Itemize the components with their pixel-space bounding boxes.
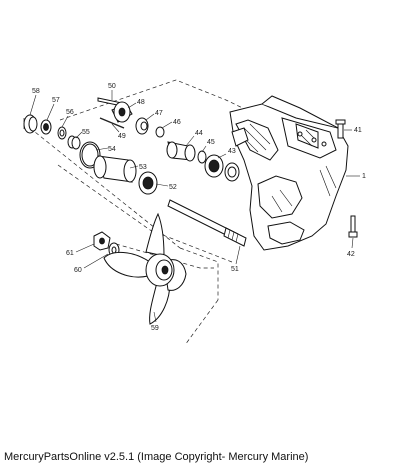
callout-47: 47 (155, 110, 163, 117)
callout-48: 48 (137, 99, 145, 106)
callout-61: 61 (66, 250, 74, 257)
callout-49: 49 (118, 133, 126, 140)
spacer-45 (197, 150, 207, 164)
carrier-53 (93, 155, 137, 183)
image-caption: MercuryPartsOnline v2.5.1 (Image Copyrig… (4, 451, 309, 463)
exploded-parts-diagram: 58 57 56 55 54 53 52 50 49 48 47 46 45 4… (23, 79, 366, 346)
gear-housing (229, 95, 349, 251)
bolt-41 (335, 119, 346, 139)
callout-50: 50 (108, 83, 116, 90)
callout-51: 51 (231, 266, 239, 273)
pin-49 (99, 117, 125, 129)
callout-53: 53 (139, 164, 147, 171)
nut-57 (40, 119, 52, 135)
seal-58 (23, 114, 38, 134)
callout-60: 60 (74, 267, 82, 274)
callout-59: 59 (151, 325, 159, 332)
callout-1: 1 (362, 173, 366, 180)
gear-43 (204, 154, 240, 182)
screw-42 (348, 215, 358, 238)
propeller-59 (103, 212, 187, 325)
washer-56 (57, 126, 67, 140)
washer-47 (135, 117, 149, 135)
nut-61 (93, 231, 111, 251)
callout-labels: 58 57 56 55 54 53 52 50 49 48 47 46 45 4… (32, 83, 366, 332)
callout-55: 55 (82, 129, 90, 136)
callout-52: 52 (169, 184, 177, 191)
callout-57: 57 (52, 97, 60, 104)
bearing-48 (111, 101, 133, 123)
callout-44: 44 (195, 130, 203, 137)
callout-56: 56 (66, 109, 74, 116)
callout-43: 43 (228, 148, 236, 155)
callout-45: 45 (207, 139, 215, 146)
gear-44 (166, 141, 196, 162)
callout-42: 42 (347, 251, 355, 258)
shim-46 (155, 126, 165, 138)
callout-54: 54 (108, 146, 116, 153)
bearing-52 (138, 171, 158, 195)
leader-lines (29, 90, 360, 323)
callout-58: 58 (32, 88, 40, 95)
callout-41: 41 (354, 127, 362, 134)
callout-46: 46 (173, 119, 181, 126)
propeller-shaft-51 (167, 199, 247, 247)
washer-55 (67, 135, 81, 150)
